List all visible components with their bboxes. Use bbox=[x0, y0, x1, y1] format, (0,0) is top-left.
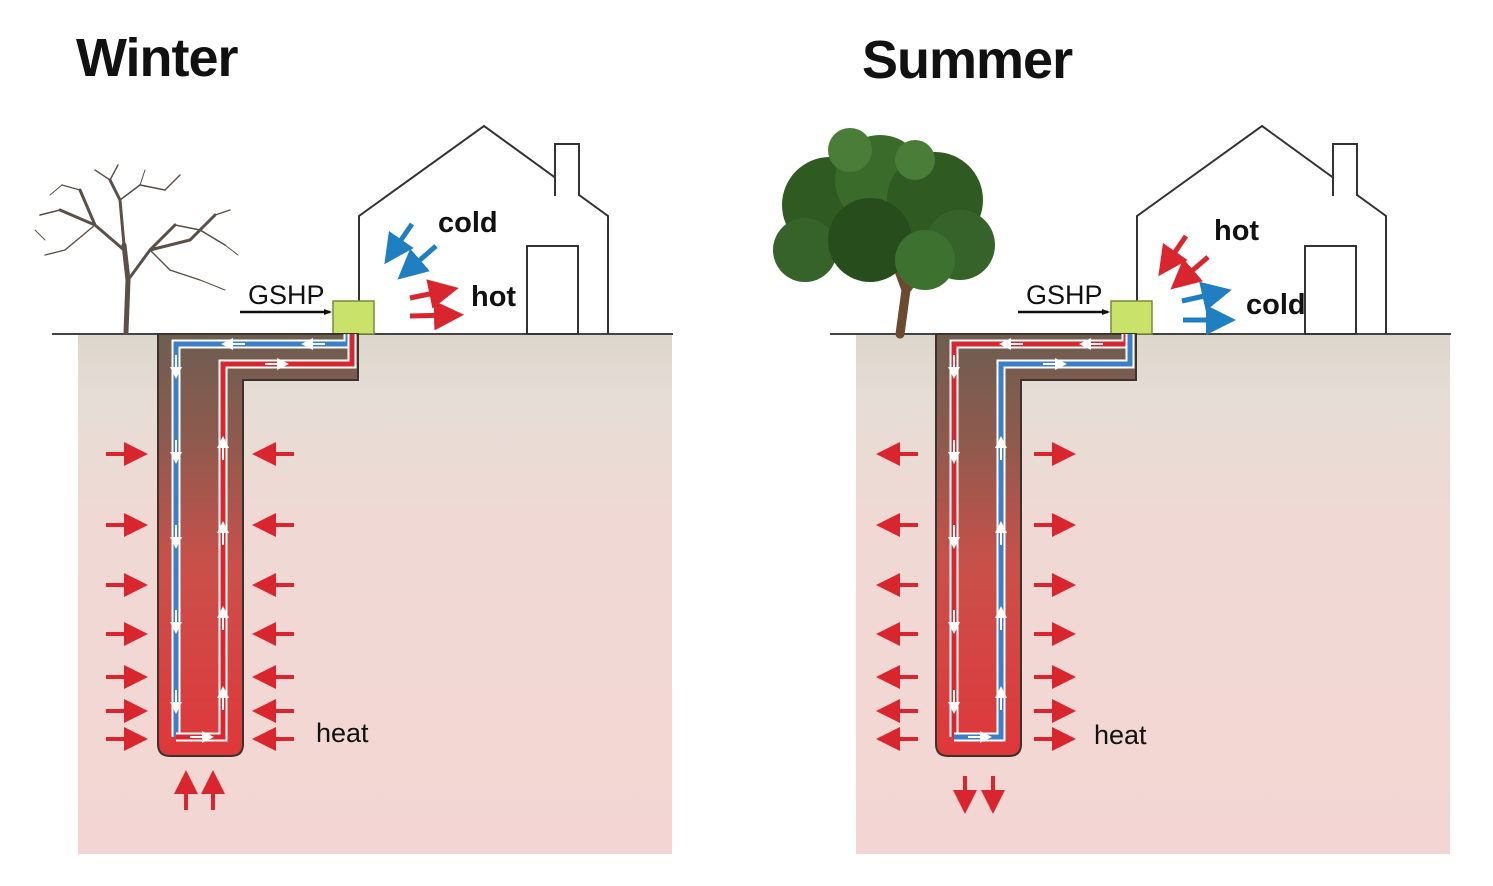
panel-summer: Summer GSHP hot bbox=[773, 30, 1451, 854]
leafy-tree-icon bbox=[773, 128, 995, 339]
gshp-label: GSHP bbox=[248, 280, 325, 310]
indoor-label-upper: cold bbox=[438, 207, 498, 239]
borehole bbox=[157, 333, 359, 757]
heat-arrows-bottom bbox=[953, 776, 1005, 814]
house bbox=[1136, 124, 1387, 335]
indoor-label-lower: hot bbox=[471, 281, 516, 313]
borehole bbox=[935, 333, 1137, 757]
flow-arrows bbox=[948, 338, 1103, 743]
indoor-arrows-upper bbox=[1158, 234, 1210, 290]
flow-arrows bbox=[170, 338, 325, 743]
house bbox=[358, 124, 609, 335]
indoor-label-upper: hot bbox=[1214, 215, 1259, 247]
heat-arrows-right bbox=[1034, 442, 1076, 751]
heat-arrows-left bbox=[876, 442, 918, 751]
heat-arrows-right bbox=[252, 442, 294, 751]
indoor-arrows-upper bbox=[384, 222, 438, 280]
panel-title: Summer bbox=[862, 30, 1073, 90]
panel-winter: Winter GSHP cold bbox=[34, 28, 673, 854]
indoor-arrows-lower bbox=[409, 279, 464, 331]
heat-arrows-bottom bbox=[174, 770, 225, 810]
bare-tree-icon bbox=[34, 164, 239, 335]
indoor-label-lower: cold bbox=[1246, 289, 1306, 321]
heat-arrows-left bbox=[106, 442, 148, 751]
indoor-arrows-lower bbox=[1181, 281, 1236, 335]
heat-label: heat bbox=[1094, 720, 1147, 750]
heat-label: heat bbox=[316, 718, 369, 748]
gshp-unit bbox=[332, 300, 375, 335]
gshp-unit bbox=[1110, 300, 1153, 335]
gshp-label: GSHP bbox=[1026, 280, 1103, 310]
panel-title: Winter bbox=[76, 28, 238, 88]
